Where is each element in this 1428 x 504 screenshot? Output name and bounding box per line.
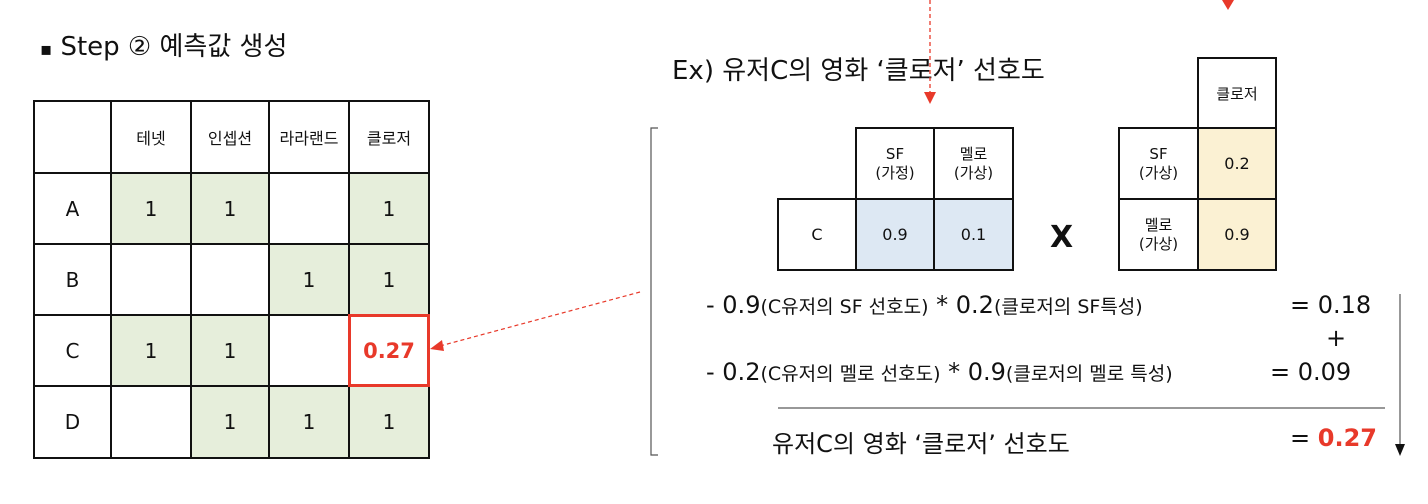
predicted-cell: 0.27 — [348, 314, 430, 387]
matrix-cell: 1 — [348, 243, 430, 316]
formula-result-2: = 0.09 — [1270, 358, 1352, 386]
multiply-sign: X — [1050, 220, 1074, 255]
arrow-down-icon — [1395, 444, 1405, 456]
formula-result-1: = 0.18 — [1290, 291, 1372, 319]
arrow-head-icon — [1222, 0, 1234, 10]
bracket — [650, 127, 658, 456]
total-result: = 0.27 — [1290, 424, 1377, 452]
dashed-arrow-line — [439, 291, 641, 347]
step-title: ▪ Step ② 예측값 생성 — [40, 32, 288, 62]
matrix-cell: 1 — [190, 314, 270, 387]
matrix-cell: 1 — [190, 385, 270, 459]
formula-line-2: - 0.2(C유저의 멜로 선호도) * 0.9(클로저의 멜로 특성) — [706, 358, 1173, 386]
arrow-head-icon — [430, 340, 444, 351]
total-label: 유저C의 영화 ‘클로저’ 선호도 — [772, 430, 1070, 458]
feature-label: 멜로 (가상) — [1118, 198, 1199, 271]
formula-line-1: - 0.9(C유저의 SF 선호도) * 0.2(클로저의 SF특성) — [706, 291, 1143, 319]
item-feature-value: 0.9 — [1197, 198, 1277, 271]
plus-sign: + — [1326, 324, 1347, 352]
matrix-cell: 1 — [348, 172, 430, 245]
item-feature-value: 0.2 — [1197, 127, 1277, 200]
bullet-icon: ▪ — [40, 39, 53, 60]
example-title: Ex) 유저C의 영화 ‘클로저’ 선호도 — [672, 56, 1045, 86]
user-feature-value: 0.1 — [933, 198, 1014, 271]
arrow-head-icon — [924, 92, 936, 104]
matrix-cell: 1 — [268, 385, 350, 459]
